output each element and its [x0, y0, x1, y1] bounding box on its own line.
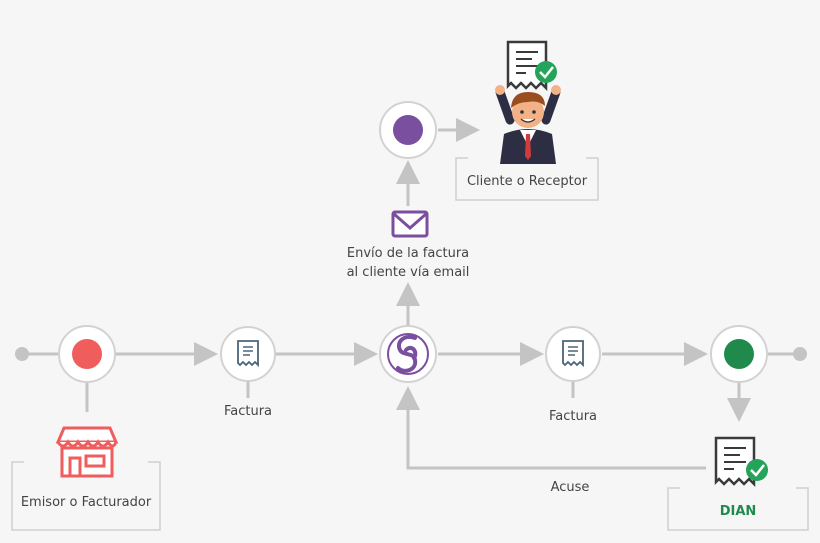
cliente-status-dot	[393, 115, 423, 145]
frame-dian	[667, 487, 809, 531]
platform-logo-ring	[387, 333, 429, 375]
factura-label-2: Factura	[548, 409, 598, 424]
person-client-icon	[495, 85, 561, 164]
invoice-doc-icon	[562, 340, 584, 368]
dian-label: DIAN	[719, 504, 757, 519]
invoice-doc-icon	[237, 340, 259, 368]
emisor-status-dot	[72, 339, 102, 369]
frame-cliente	[455, 157, 599, 201]
email-label-line2: al cliente vía email	[346, 265, 470, 280]
email-envelope-icon	[391, 210, 429, 238]
arrow-acuse-loop	[396, 386, 706, 470]
dian-invoice-icon	[714, 436, 756, 488]
acuse-label: Acuse	[550, 480, 590, 495]
check-badge-icon	[535, 61, 557, 83]
dian-check-badge-icon	[746, 459, 768, 481]
dian-status-dot	[724, 339, 754, 369]
frame-emisor	[11, 461, 161, 531]
cliente-label: Cliente o Receptor	[466, 174, 588, 189]
platform-logo-icon	[396, 335, 418, 373]
emisor-label: Emisor o Facturador	[20, 495, 152, 510]
store-icon	[55, 426, 119, 478]
email-label-line1: Envío de la factura	[346, 246, 470, 261]
factura-label-1: Factura	[223, 404, 273, 419]
